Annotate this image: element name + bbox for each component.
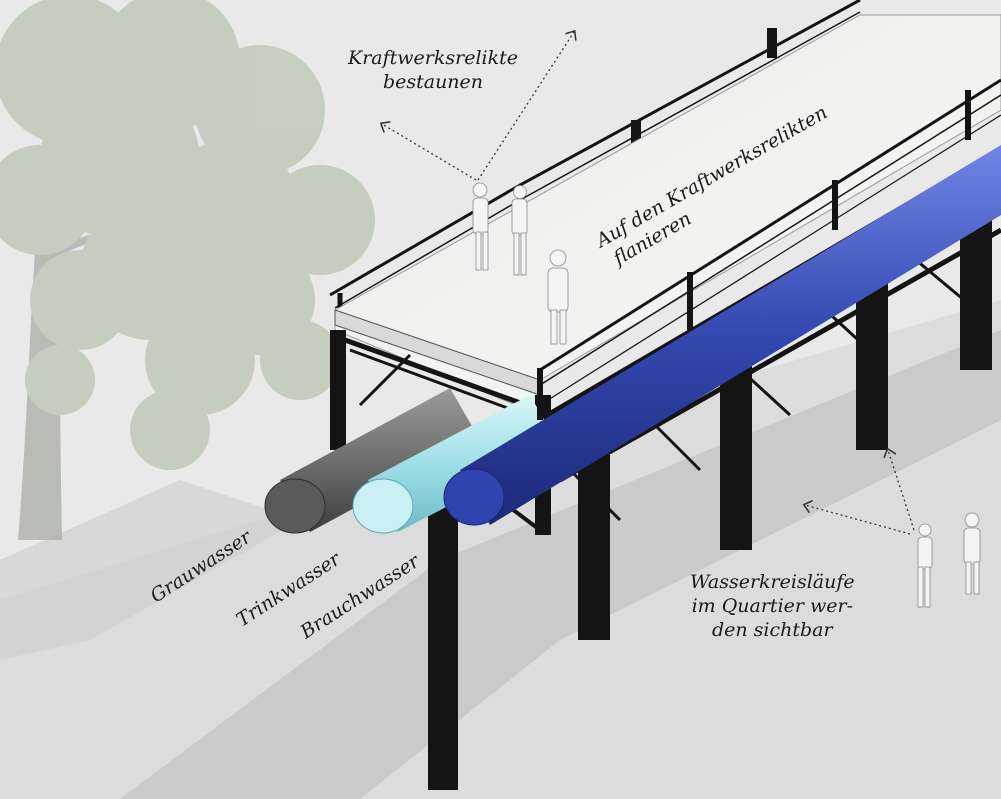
label-line: Kraftwerksrelikte [348, 47, 518, 69]
viaduct-shadow [120, 330, 1001, 799]
label-wasserkreislaeufe: Wasserkreisläufe im Quartier wer- den si… [690, 570, 855, 642]
tree [0, 0, 375, 540]
person [472, 182, 489, 271]
label-line: im Quartier wer- [691, 595, 854, 617]
pipe-grauwasser-end [264, 478, 326, 534]
person [511, 185, 528, 276]
label-line: den sichtbar [712, 619, 833, 641]
person [917, 523, 933, 608]
pipe-grauwasser [280, 388, 480, 532]
column [578, 455, 610, 640]
annotation-arrows [382, 32, 915, 535]
label-line: bestaunen [382, 71, 484, 93]
near-railing [537, 78, 1001, 420]
person [547, 249, 569, 345]
arrow-wasser-left [805, 505, 911, 535]
deck [334, 14, 1001, 416]
label-relikte-bestaunen: Kraftwerksrelikte bestaunen [348, 46, 518, 94]
people [472, 182, 981, 608]
pipe-brauchwasser [460, 145, 1001, 525]
column [428, 470, 458, 790]
columns [330, 180, 992, 790]
pipe-brauchwasser-end [443, 468, 505, 526]
tree-shadow [0, 480, 300, 660]
tree-foliage [0, 0, 375, 470]
pipe-trinkwasser [368, 395, 560, 532]
pipes [264, 145, 1001, 534]
label-line: Wasserkreisläufe [690, 571, 855, 593]
arrow-relikte-left [382, 124, 477, 181]
person [963, 512, 981, 595]
column [330, 330, 346, 450]
arrow-wasser-up [888, 450, 915, 531]
pipe-trinkwasser-end [352, 478, 414, 534]
